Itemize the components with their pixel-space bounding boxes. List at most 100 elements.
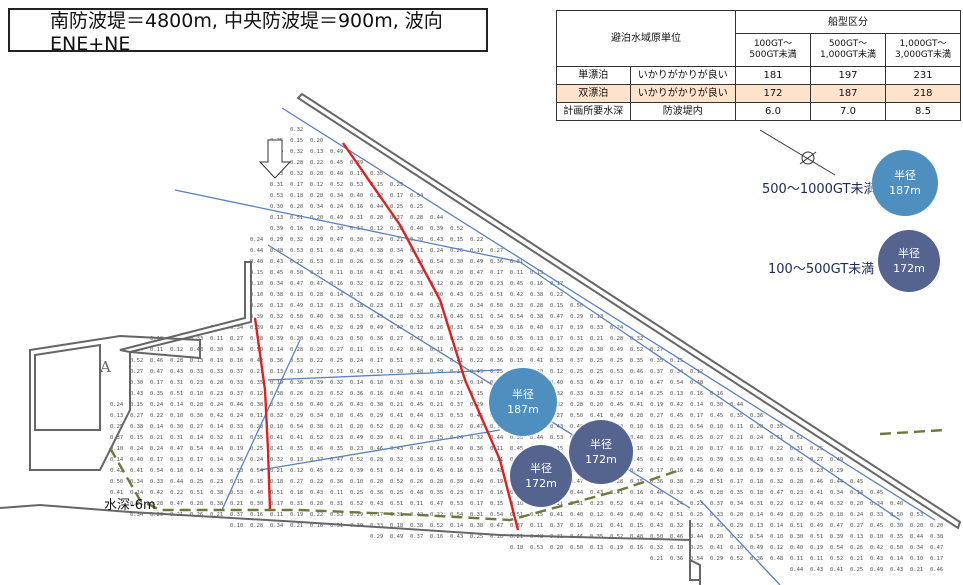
- table-cell: 7.0: [810, 102, 886, 121]
- grid-value: 0.32: [290, 171, 303, 177]
- grid-value: 0.12: [590, 512, 603, 518]
- grid-value: 0.12: [410, 325, 423, 331]
- grid-value: 0.24: [430, 248, 444, 254]
- grid-value: 0.33: [270, 402, 283, 408]
- grid-value: 0.37: [390, 215, 403, 221]
- grid-value: 0.32: [470, 435, 483, 441]
- grid-value: 0.16: [490, 490, 503, 496]
- grid-value: 0.37: [230, 391, 243, 397]
- grid-value: 0.41: [270, 446, 283, 452]
- grid-value: 0.52: [730, 556, 743, 562]
- grid-value: 0.15: [250, 479, 263, 485]
- grid-value: 0.25: [490, 347, 503, 353]
- grid-value: 0.40: [630, 512, 643, 518]
- grid-value: 0.28: [710, 490, 723, 496]
- grid-value: 0.32: [830, 501, 843, 507]
- grid-value: 0.11: [530, 523, 543, 529]
- grid-value: 0.30: [710, 402, 723, 408]
- grid-value: 0.24: [230, 413, 244, 419]
- grid-value: 0.46: [930, 567, 943, 573]
- table-cell: 218: [885, 84, 961, 103]
- grid-value: 0.13: [850, 534, 863, 540]
- grid-value: 0.41: [710, 545, 723, 551]
- grid-value: 0.43: [350, 369, 363, 375]
- grid-value: 0.39: [710, 457, 723, 463]
- grid-value: 0.28: [310, 292, 323, 298]
- grid-value: 0.34: [490, 314, 504, 320]
- grid-value: 0.47: [930, 545, 943, 551]
- grid-value: 0.10: [250, 292, 263, 298]
- grid-value: 0.51: [810, 534, 823, 540]
- grid-value: 0.43: [870, 556, 883, 562]
- grid-value: 0.32: [290, 237, 303, 243]
- grid-value: 0.38: [410, 457, 423, 463]
- grid-value: 0.53: [450, 501, 463, 507]
- grid-value: 0.51: [310, 248, 323, 254]
- grid-value: 0.28: [170, 358, 183, 364]
- grid-value: 0.47: [470, 270, 483, 276]
- grid-value: 0.51: [390, 358, 403, 364]
- grid-value: 0.28: [630, 413, 643, 419]
- grid-value: 0.11: [350, 347, 363, 353]
- depth-label: 水深-6m: [104, 498, 156, 513]
- grid-value: 0.14: [350, 380, 364, 386]
- grid-value: 0.23: [330, 435, 343, 441]
- grid-value: 0.50: [650, 534, 663, 540]
- grid-value: 0.31: [410, 281, 423, 287]
- grid-value: 0.36: [350, 391, 363, 397]
- grid-value: 0.43: [170, 369, 183, 375]
- grid-value: 0.29: [390, 259, 403, 265]
- grid-value: 0.18: [830, 512, 843, 518]
- grid-value: 0.41: [450, 358, 463, 364]
- quay-wall-west: [29, 334, 201, 471]
- grid-value: 0.53: [230, 468, 243, 474]
- grid-value: 0.50: [290, 314, 303, 320]
- table-cell: 6.0: [735, 102, 811, 121]
- grid-value: 0.47: [410, 336, 423, 342]
- grid-value: 0.16: [510, 325, 523, 331]
- grid-value: 0.38: [430, 424, 443, 430]
- grid-value: 0.30: [190, 413, 203, 419]
- grid-value: 0.42: [530, 347, 543, 353]
- grid-value: 0.43: [430, 237, 443, 243]
- grid-value: 0.25: [350, 490, 363, 496]
- grid-value: 0.10: [170, 468, 183, 474]
- grid-value: 0.29: [350, 512, 363, 518]
- grid-value: 0.21: [510, 534, 523, 540]
- legend-circle-172: 半径 172m: [878, 230, 940, 292]
- grid-value: 0.42: [390, 325, 403, 331]
- grid-value: 0.31: [470, 512, 483, 518]
- depth-contour-east: [879, 428, 946, 436]
- grid-value: 0.52: [830, 556, 843, 562]
- column-header: 500GT～ 1,000GT未満: [810, 33, 886, 67]
- grid-value: 0.19: [410, 468, 423, 474]
- grid-value: 0.49: [470, 479, 483, 485]
- row-label: 計画所要水深: [556, 102, 631, 121]
- grid-value: 0.46: [230, 402, 243, 408]
- grid-value: 0.17: [370, 512, 383, 518]
- grid-value: 0.10: [670, 545, 683, 551]
- grid-value: 0.47: [570, 479, 583, 485]
- grid-value: 0.13: [430, 413, 443, 419]
- grid-value: 0.49: [350, 435, 363, 441]
- grid-value: 0.36: [270, 358, 283, 364]
- grid-value: 0.20: [310, 138, 323, 144]
- grid-value: 0.34: [730, 501, 744, 507]
- grid-value: 0.36: [670, 556, 683, 562]
- grid-value: 0.41: [390, 435, 403, 441]
- grid-value: 0.15: [450, 237, 463, 243]
- grid-value: 0.10: [190, 391, 203, 397]
- grid-value: 0.19: [210, 358, 223, 364]
- grid-value: 0.52: [370, 424, 383, 430]
- grid-value: 0.44: [810, 501, 824, 507]
- grid-value: 0.50: [290, 270, 303, 276]
- grid-value: 0.39: [270, 226, 283, 232]
- grid-value: 0.43: [750, 457, 763, 463]
- grid-value: 0.44: [630, 501, 644, 507]
- grid-value: 0.42: [650, 457, 663, 463]
- grid-value: 0.25: [850, 567, 863, 573]
- grid-value: 0.49: [430, 270, 443, 276]
- grid-value: 0.41: [410, 391, 423, 397]
- grid-value: 0.45: [430, 468, 443, 474]
- grid-value: 0.50: [570, 413, 583, 419]
